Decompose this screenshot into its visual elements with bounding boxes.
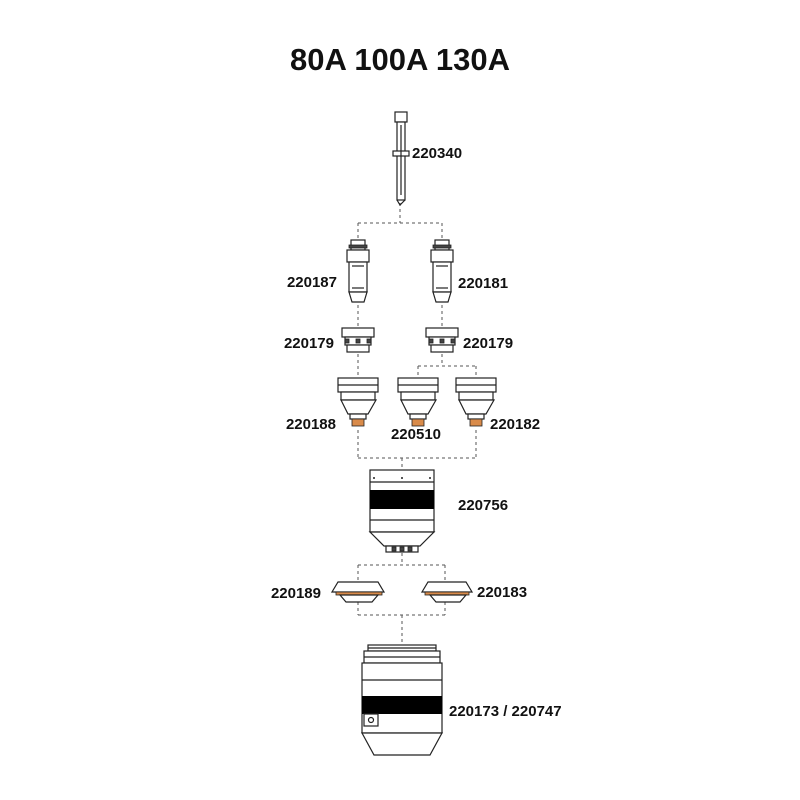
label-220179-right: 220179: [463, 335, 513, 352]
part-220756-retaining-cap: [368, 469, 436, 553]
label-220510: 220510: [391, 426, 441, 443]
part-220340-shaft: [392, 111, 410, 206]
label-220181: 220181: [458, 275, 508, 292]
label-220179-left: 220179: [284, 335, 334, 352]
part-220189-shield: [330, 581, 386, 603]
part-220179-swirl-ring-left: [341, 327, 375, 353]
part-220510-nozzle: [397, 377, 439, 427]
part-220182-nozzle: [455, 377, 497, 427]
label-220340: 220340: [412, 145, 462, 162]
label-220173-220747: 220173 / 220747: [449, 703, 562, 720]
label-220183: 220183: [477, 584, 527, 601]
label-220188: 220188: [286, 416, 336, 433]
connector-lines: [357, 203, 477, 645]
part-220187-electrode: [346, 239, 370, 303]
diagram-title: 80A 100A 130A: [290, 42, 510, 77]
part-220179-swirl-ring-right: [425, 327, 459, 353]
part-220173-outer-cap: [360, 644, 444, 756]
label-220182: 220182: [490, 416, 540, 433]
part-220181-electrode: [430, 239, 454, 303]
part-220188-nozzle: [337, 377, 379, 427]
label-220187: 220187: [287, 274, 337, 291]
label-220189: 220189: [271, 585, 321, 602]
part-220183-shield: [420, 581, 474, 603]
label-220756: 220756: [458, 497, 508, 514]
